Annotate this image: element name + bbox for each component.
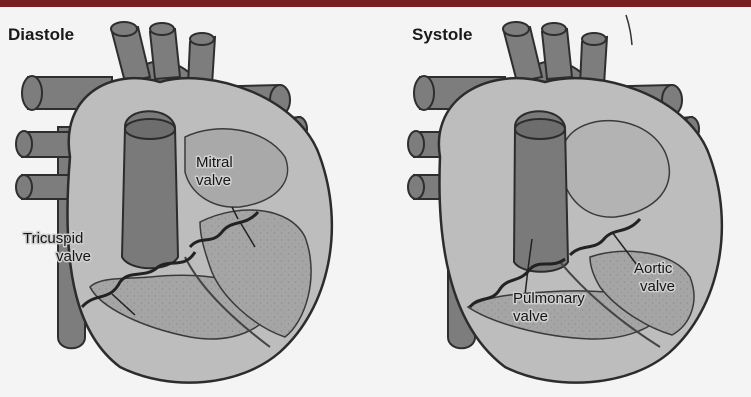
tricuspid-label-line1: Tricuspid xyxy=(23,230,83,247)
systole-heart xyxy=(408,22,722,383)
diastole-title: Diastole xyxy=(8,25,74,44)
tricuspid-label-line2: valve xyxy=(56,248,91,265)
aortic-valve-label: Aortic valve xyxy=(634,260,675,295)
aortic-label-line2: valve xyxy=(640,278,675,295)
heart-illustrations: Diastole Systole Mitral valve Tricuspid … xyxy=(0,7,751,397)
stray-pen-mark xyxy=(626,15,632,45)
mitral-label-line1: Mitral xyxy=(196,154,233,171)
pulmonary-label-line2: valve xyxy=(513,308,548,325)
aortic-label-line1: Aortic xyxy=(634,260,673,277)
top-color-bar xyxy=(0,0,751,7)
systole-title: Systole xyxy=(412,25,472,44)
mitral-valve-label: Mitral valve xyxy=(196,154,233,189)
pulmonary-label-line1: Pulmonary xyxy=(513,290,585,307)
tricuspid-valve-label: Tricuspid valve xyxy=(23,230,91,265)
diastole-heart xyxy=(16,22,332,383)
mitral-label-line2: valve xyxy=(196,172,231,189)
